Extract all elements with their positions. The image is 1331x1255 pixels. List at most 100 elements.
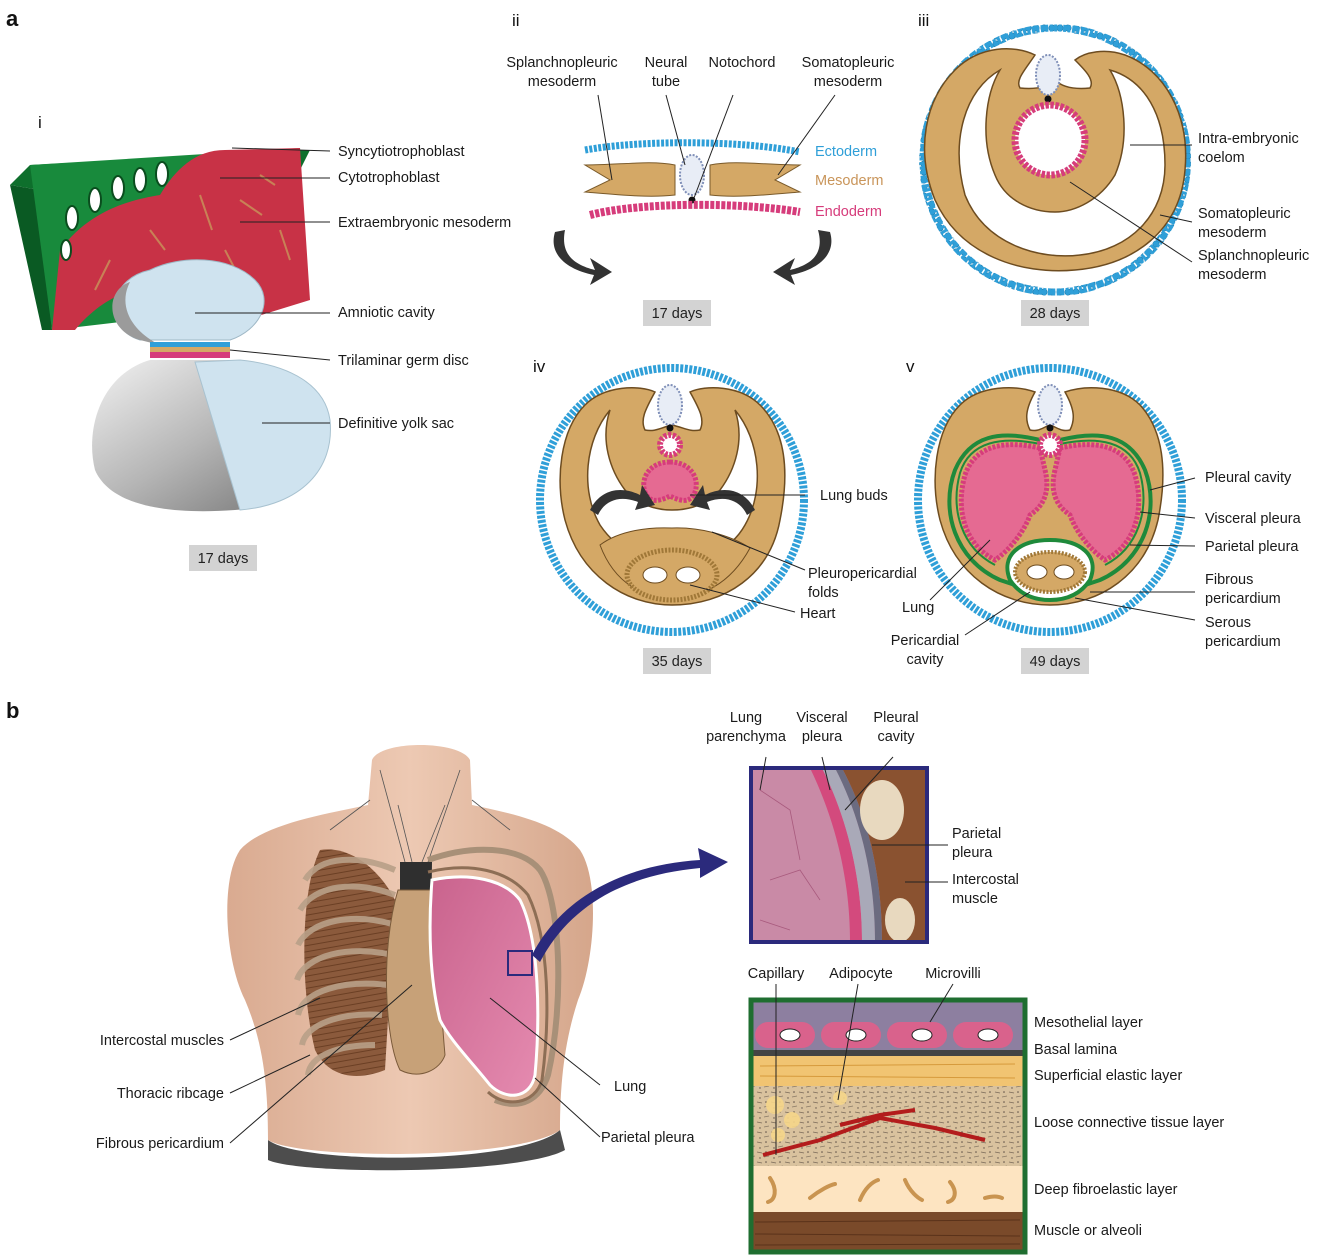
v-parietal-pleura-label: Parietal pleura — [1205, 539, 1299, 555]
microvilli-band — [751, 1000, 1025, 1020]
subpanel-v: v Pleural cavity Visceral pleura Pariet — [891, 357, 1302, 674]
iv-esophagus — [660, 435, 680, 455]
rib-section-upper — [860, 780, 904, 840]
intercostal-muscles — [304, 849, 395, 1076]
ii-somato-label-1: Somatopleuric — [802, 55, 895, 71]
pleura-layers-block: Capillary Adipocyte Microvilli Mesotheli… — [748, 966, 1225, 1252]
subpanel-iv: iv Lung buds Pleuropericardial folds Hea… — [533, 357, 917, 674]
definitive-yolk-sac-label: Definitive yolk sac — [338, 416, 454, 432]
mesoderm-label: Mesoderm — [815, 173, 884, 189]
iii-coelom-label-2: coelom — [1198, 150, 1245, 166]
ii-neural-label-2: tube — [652, 74, 680, 90]
trilaminar-germ-disc — [150, 342, 230, 358]
capillary-label: Capillary — [748, 966, 805, 982]
inset-pleural-label-2: cavity — [877, 729, 915, 745]
inset-intercostal-label-2: muscle — [952, 891, 998, 907]
endoderm-label: Endoderm — [815, 204, 882, 220]
days-label-ii: 17 days — [652, 306, 703, 322]
mesothelial-label: Mesothelial layer — [1034, 1015, 1143, 1031]
ii-splanch-label-2: mesoderm — [528, 74, 597, 90]
subpanel-iv-numeral: iv — [533, 357, 546, 376]
inset-lung-label-2: parenchyma — [706, 729, 787, 745]
subpanel-i-numeral: i — [38, 113, 42, 132]
days-label-iv: 35 days — [652, 654, 703, 670]
v-pleural-cavity-label: Pleural cavity — [1205, 470, 1292, 486]
loose-connective-label: Loose connective tissue layer — [1034, 1115, 1224, 1131]
ectoderm-band — [585, 143, 800, 152]
ectoderm-label: Ectoderm — [815, 144, 877, 160]
inset-visceral-label-1: Visceral — [796, 710, 847, 726]
iii-gut-tube — [1015, 105, 1085, 175]
ppf-label-1: Pleuropericardial — [808, 566, 917, 582]
iii-somato-label-1: Somatopleuric — [1198, 206, 1291, 222]
panel-b-letter: b — [6, 698, 19, 723]
iii-somato-label-2: mesoderm — [1198, 225, 1267, 241]
rib-section-lower — [885, 898, 915, 942]
days-label-i: 17 days — [198, 551, 249, 567]
deep-fibroelastic-label: Deep fibroelastic layer — [1034, 1182, 1178, 1198]
trilaminar-germ-disc-label: Trilaminar germ disc — [338, 353, 469, 369]
subpanel-i: i — [10, 113, 511, 571]
subpanel-iii: iii Intra-embryonic coelom Somatopleuric… — [918, 11, 1309, 326]
torso-illustration — [227, 745, 728, 1170]
ii-splanch-label-1: Splanchnopleuric — [506, 55, 617, 71]
v-serous-label-2: pericardium — [1205, 634, 1281, 650]
muscle-alveoli-label: Muscle or alveoli — [1034, 1223, 1142, 1239]
v-visceral-pleura-label: Visceral pleura — [1205, 511, 1302, 527]
subpanel-v-numeral: v — [906, 357, 915, 376]
iv-heart — [627, 550, 717, 600]
adipocyte-label: Adipocyte — [829, 966, 893, 982]
intercostal-muscles-label: Intercostal muscles — [100, 1033, 224, 1049]
extraembryonic-mesoderm-label: Extraembryonic mesoderm — [338, 215, 511, 231]
iv-lung-buds — [644, 462, 697, 500]
iv-notochord — [667, 425, 674, 432]
iii-notochord — [1045, 96, 1052, 103]
inset-pleural-label-1: Pleural — [873, 710, 918, 726]
pleura-inset: Lung parenchyma Visceral pleura Pleural … — [706, 710, 1019, 942]
amniotic-cavity-label: Amniotic cavity — [338, 305, 435, 321]
subpanel-iii-numeral: iii — [918, 11, 929, 30]
v-heart-chamber-right — [1054, 565, 1074, 579]
basal-lamina-label: Basal lamina — [1034, 1042, 1118, 1058]
inset-parietal-label-1: Parietal — [952, 826, 1001, 842]
syncytiotrophoblast-label: Syncytiotrophoblast — [338, 144, 465, 160]
inset-lung-label-1: Lung — [730, 710, 762, 726]
inset-parietal-label-2: pleura — [952, 845, 993, 861]
superficial-elastic-layer — [751, 1056, 1025, 1086]
v-lung-label: Lung — [902, 600, 934, 616]
v-fibrous-label-1: Fibrous — [1205, 572, 1253, 588]
subpanel-ii: ii Splanchnopleuric mesoderm Neural tube… — [506, 11, 894, 326]
parietal-pleura-label: Parietal pleura — [601, 1130, 695, 1146]
v-neural-tube — [1038, 385, 1062, 425]
thoracic-ribcage-label: Thoracic ribcage — [117, 1086, 224, 1102]
heart-label: Heart — [800, 606, 835, 622]
iv-neural-tube — [658, 385, 682, 425]
v-esophagus — [1040, 435, 1060, 455]
iii-splanch-label-1: Splanchnopleuric — [1198, 248, 1309, 264]
ppf-label-2: folds — [808, 585, 839, 601]
endoderm-band — [590, 205, 800, 215]
fold-arrow-right — [773, 230, 831, 285]
iii-splanch-label-2: mesoderm — [1198, 267, 1267, 283]
muscle-or-alveoli-layer — [751, 1212, 1025, 1252]
iv-heart-chamber-left — [643, 567, 667, 583]
lung-buds-label: Lung buds — [820, 488, 888, 504]
v-serous-label-1: Serous — [1205, 615, 1251, 631]
inset-visceral-label-2: pleura — [802, 729, 843, 745]
v-fibrous-label-2: pericardium — [1205, 591, 1281, 607]
ii-somato-label-2: mesoderm — [814, 74, 883, 90]
v-notochord — [1047, 425, 1054, 432]
v-heart-chamber-left — [1027, 565, 1047, 579]
fibrous-pericardium-label: Fibrous pericardium — [96, 1136, 224, 1152]
cytotrophoblast-label: Cytotrophoblast — [338, 170, 440, 186]
days-label-iii: 28 days — [1030, 306, 1081, 322]
iii-coelom-label-1: Intra-embryonic — [1198, 131, 1299, 147]
mesoderm-left — [585, 163, 675, 196]
inset-intercostal-label-1: Intercostal — [952, 872, 1019, 888]
deep-fibroelastic-layer — [751, 1166, 1025, 1212]
microvilli-label: Microvilli — [925, 966, 981, 982]
basal-lamina — [751, 1050, 1025, 1056]
ii-neural-label-1: Neural — [645, 55, 688, 71]
mesoderm-right — [710, 163, 800, 196]
